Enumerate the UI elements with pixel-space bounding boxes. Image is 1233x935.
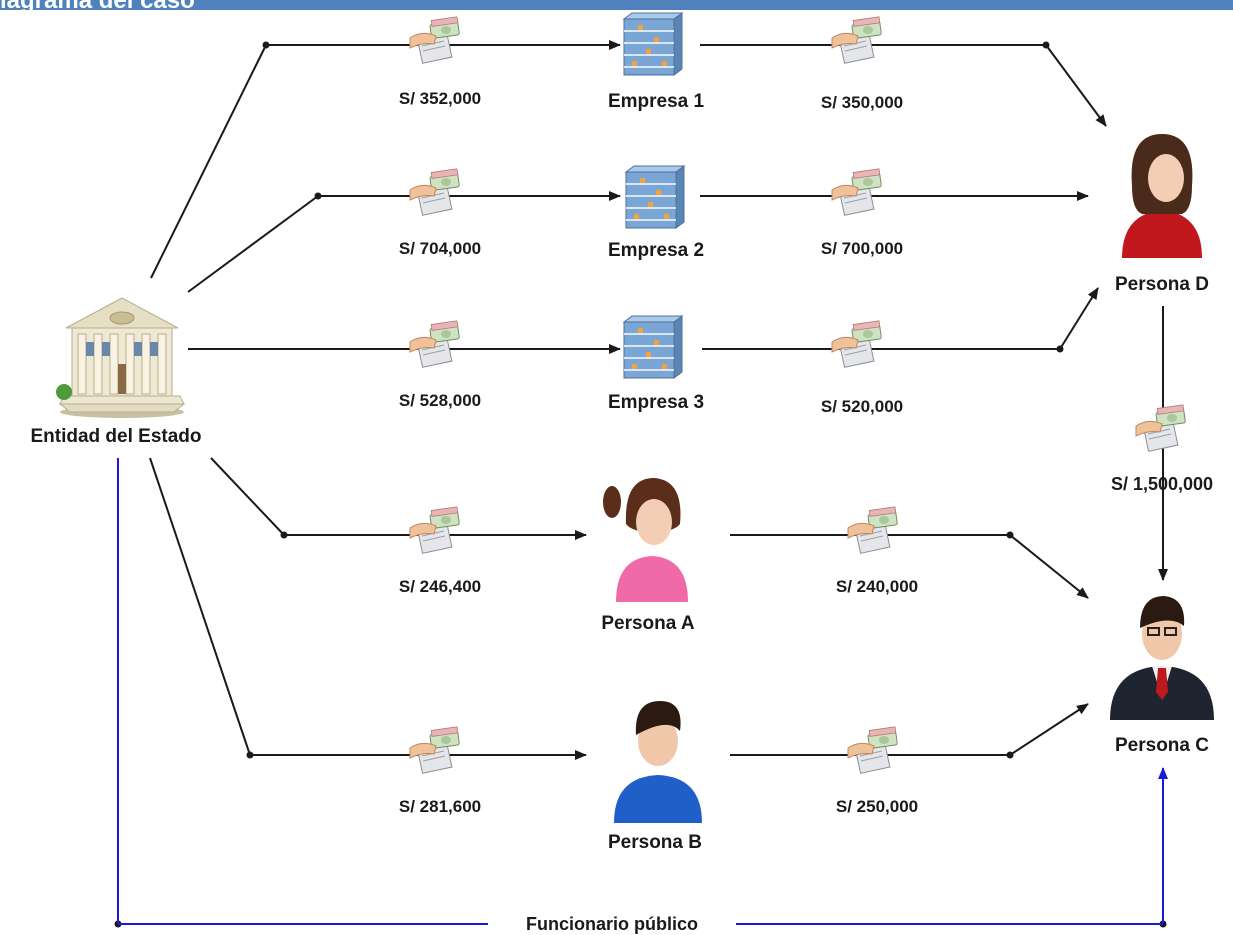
money-hand-icon: [409, 726, 460, 774]
office-building-icon: [623, 315, 683, 379]
amount-label: S/ 350,000: [821, 93, 903, 112]
amount-label: S/ 352,000: [399, 89, 481, 108]
amount-label: S/ 250,000: [836, 797, 918, 816]
businessman-icon: [1110, 596, 1214, 720]
entidad-label: Entidad del Estado: [30, 426, 201, 447]
empresa1-label: Empresa 1: [608, 91, 705, 112]
funcionario-label: Funcionario público: [526, 914, 698, 934]
empresa3-label: Empresa 3: [608, 392, 704, 413]
money-hand-icon: [847, 726, 898, 774]
money-hand-icon: [409, 16, 460, 64]
money-hand-icon: [409, 168, 460, 216]
amount-label: S/ 520,000: [821, 397, 903, 416]
amount-label: S/ 700,000: [821, 239, 903, 258]
female-user-icon: [1122, 134, 1202, 258]
junction-dots: [114, 41, 1167, 928]
office-building-icon: [625, 165, 685, 229]
money-hand-icon: [409, 320, 460, 368]
money-hand-icon: [831, 168, 882, 216]
amount-label: S/ 704,000: [399, 239, 481, 258]
amount-label: S/ 1,500,000: [1111, 474, 1213, 494]
amount-label: S/ 528,000: [399, 391, 481, 410]
amount-label: S/ 281,600: [399, 797, 481, 816]
money-hand-icon: [409, 506, 460, 554]
persona-c-label: Persona C: [1115, 735, 1209, 756]
header-bar: iagrama del caso: [0, 0, 1233, 10]
female-user-icon: [603, 478, 688, 602]
government-building-icon: [56, 297, 186, 418]
money-hand-icon: [831, 16, 882, 64]
persona-a-label: Persona A: [601, 613, 695, 634]
money-hand-icon: [1135, 404, 1186, 452]
header-title: iagrama del caso: [0, 0, 195, 10]
amount-label: S/ 246,400: [399, 577, 481, 596]
money-hand-icon: [831, 320, 882, 368]
flow-arrows: [149, 40, 1168, 760]
funcionario-relation-line: [117, 458, 1168, 925]
empresa2-label: Empresa 2: [608, 240, 704, 261]
amount-label: S/ 240,000: [836, 577, 918, 596]
office-building-icon: [623, 12, 683, 76]
persona-b-label: Persona B: [608, 832, 702, 853]
money-hand-icon: [847, 506, 898, 554]
persona-d-label: Persona D: [1115, 274, 1209, 295]
male-user-icon: [614, 701, 702, 823]
